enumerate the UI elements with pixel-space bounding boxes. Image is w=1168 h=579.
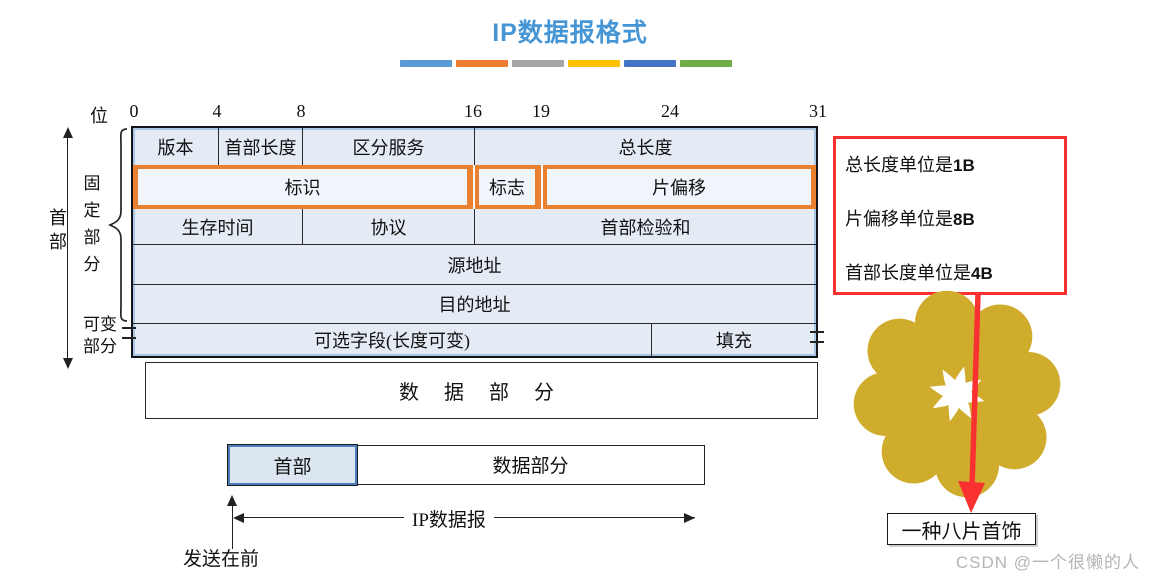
highlight-divider (473, 165, 475, 209)
packet-header-box: 首部 (227, 444, 358, 486)
field-protocol: 协议 (303, 209, 475, 245)
dash-yellow (568, 60, 620, 67)
dash-gray (512, 60, 564, 67)
field-identification: 标识 (138, 169, 467, 205)
field-flags: 标志 (479, 169, 535, 205)
label-variable-part: 可变部分 (83, 315, 117, 356)
bit-tick-24: 24 (661, 101, 679, 121)
bit-unit-label: 位 (90, 106, 108, 126)
ip-header-table: 版本 首部长度 区分服务 总长度 标识 标志 片偏移 生存时间 协议 首部检验和… (131, 126, 818, 358)
dash-darkblue (624, 60, 676, 67)
field-header-length: 首部长度 (219, 128, 303, 165)
note-line: 总长度单位是1B (845, 155, 975, 175)
fixed-part-brace (107, 128, 128, 322)
bit-tick-19: 19 (532, 101, 550, 121)
field-version: 版本 (133, 128, 219, 165)
bit-tick-8: 8 (296, 101, 306, 121)
label-fixed-part: 固定部分 (83, 174, 101, 274)
note-line: 首部长度单位是4B (845, 263, 993, 283)
note-line: 片偏移单位是8B (845, 209, 975, 229)
title-underline-dashes (400, 60, 732, 67)
field-ttl: 生存时间 (133, 209, 303, 245)
arrow-left-icon (233, 513, 244, 523)
bit-tick-16: 16 (464, 101, 482, 121)
bit-tick-0: 0 (129, 101, 139, 121)
field-header-checksum: 首部检验和 (475, 209, 816, 245)
page-title: IP数据报格式 (492, 19, 648, 47)
data-part-box: 数 据 部 分 (145, 362, 818, 419)
packet-data-label: 数据部分 (492, 456, 569, 477)
field-total-length: 总长度 (618, 137, 673, 158)
pointer-arrow-icon (958, 293, 985, 513)
field-destination-address: 目的地址 (133, 285, 816, 324)
arrow-up-icon (227, 495, 237, 506)
field-fragment-offset: 片偏移 (547, 169, 811, 205)
units-note-box: 总长度单位是1B 片偏移单位是8B 首部长度单位是4B (833, 136, 1067, 295)
datagram-span-label: IP数据报 (404, 505, 494, 532)
sent-first-arrow (232, 504, 233, 549)
field-dscp: 区分服务 (303, 128, 475, 165)
highlight-row: 标识 标志 片偏移 (133, 165, 816, 209)
dash-blue (400, 60, 452, 67)
label-header: 首部 (49, 208, 67, 252)
watermark: CSDN @一个很懒的人 (955, 553, 1140, 572)
jewelry-caption: 一种八片首饰 (887, 513, 1036, 545)
field-source-address: 源地址 (133, 245, 816, 285)
sent-first-label: 发送在前 (183, 549, 260, 570)
dash-orange (456, 60, 508, 67)
arrow-up-icon (63, 127, 73, 138)
break-mark-left (122, 327, 136, 339)
arrow-down-icon (63, 358, 73, 369)
jewelry-flower-image (853, 290, 1061, 498)
break-mark-right (810, 331, 824, 343)
bit-tick-31: 31 (809, 101, 827, 121)
bit-tick-4: 4 (212, 101, 222, 121)
dash-green (680, 60, 732, 67)
header-span-arrow (67, 136, 68, 360)
highlight-divider (541, 165, 543, 209)
field-padding: 填充 (716, 331, 752, 351)
field-options: 可选字段(长度可变) (133, 324, 652, 356)
arrow-right-icon (684, 513, 695, 523)
